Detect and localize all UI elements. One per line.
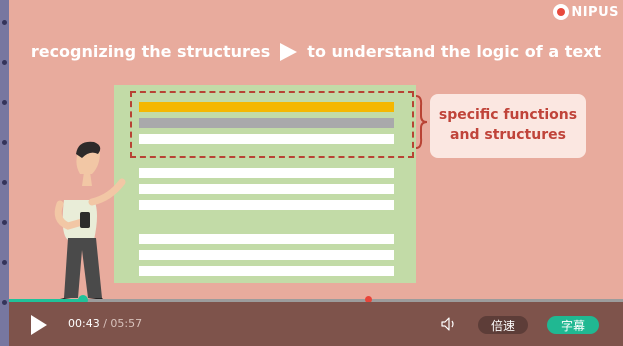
progress-thumb[interactable] bbox=[77, 295, 88, 305]
brand-logo: NIPUS bbox=[553, 4, 619, 20]
text-line bbox=[139, 250, 394, 260]
callout-line-1: specific functions bbox=[438, 107, 578, 124]
text-line bbox=[139, 234, 394, 244]
callout-box: specific functions and structures bbox=[430, 94, 586, 158]
volume-icon[interactable] bbox=[441, 317, 457, 331]
text-line bbox=[139, 184, 394, 194]
slide-headline: recognizing the structures to understand… bbox=[9, 42, 623, 61]
play-arrow-icon bbox=[280, 42, 298, 61]
play-icon[interactable] bbox=[31, 315, 47, 335]
chapter-marker[interactable] bbox=[365, 296, 373, 303]
total-time: 05:57 bbox=[110, 317, 143, 330]
dashed-highlight-box bbox=[130, 91, 414, 158]
presenter-illustration bbox=[54, 141, 126, 300]
curly-brace-icon bbox=[415, 95, 428, 149]
headline-left-text: recognizing the structures bbox=[30, 42, 271, 61]
text-line bbox=[139, 200, 394, 210]
progress-fill bbox=[9, 299, 83, 302]
player-controls: 00:43 / 05:57 倍速 字幕 bbox=[9, 302, 623, 346]
logo-text: NIPUS bbox=[571, 4, 619, 20]
document-illustration bbox=[114, 85, 416, 283]
progress-bar[interactable] bbox=[9, 295, 623, 305]
headline-right-text: to understand the logic of a text bbox=[307, 42, 602, 61]
text-line bbox=[139, 168, 394, 178]
callout-line-2: and structures bbox=[450, 127, 566, 143]
video-frame: NIPUS recognizing the structures to unde… bbox=[9, 0, 623, 302]
subtitles-button[interactable]: 字幕 bbox=[547, 316, 599, 334]
highlight-line-gray bbox=[139, 118, 394, 128]
current-time: 00:43 bbox=[68, 317, 100, 330]
text-line bbox=[139, 134, 394, 144]
unipus-logo-icon bbox=[553, 4, 570, 20]
speed-button[interactable]: 倍速 bbox=[478, 316, 528, 334]
text-line bbox=[139, 266, 394, 276]
highlight-line-yellow bbox=[139, 102, 394, 112]
left-border bbox=[0, 0, 9, 346]
time-display: 00:43 / 05:57 bbox=[68, 317, 142, 330]
time-separator: / bbox=[99, 317, 111, 330]
